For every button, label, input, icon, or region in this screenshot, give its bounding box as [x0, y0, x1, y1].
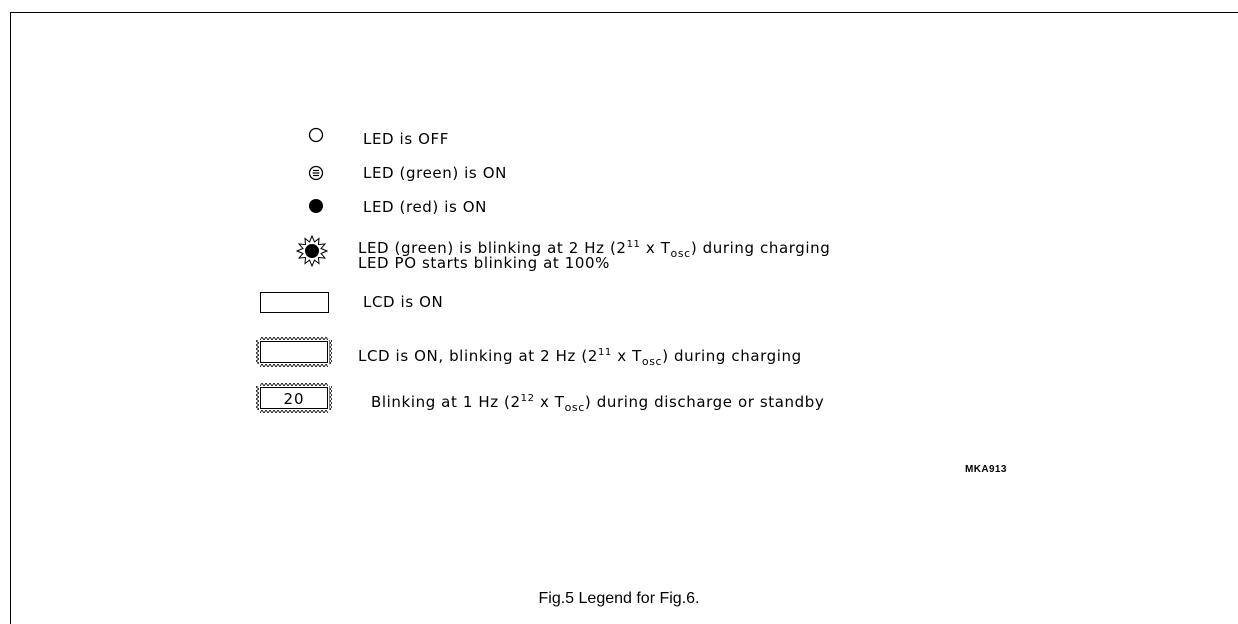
subscript: osc: [670, 247, 691, 260]
led-red-on-icon: [309, 199, 323, 213]
legend-text-led-red-on: LED (red) is ON: [363, 198, 487, 216]
subscript: osc: [564, 401, 585, 414]
exponent: 11: [597, 347, 612, 358]
legend-text-lcd-on: LCD is ON: [363, 293, 444, 311]
lcd-blinking-icon: [256, 337, 332, 367]
text-part: ) during charging: [690, 239, 831, 257]
text-part: x T: [611, 347, 642, 365]
figure-caption: Fig.5 Legend for Fig.6.: [538, 590, 700, 607]
text-part: x T: [534, 393, 565, 411]
text-part: x T: [640, 239, 671, 257]
subscript: osc: [641, 355, 663, 368]
text-part: ) during charging: [662, 347, 802, 365]
text-part: ) during discharge or standby: [584, 393, 825, 411]
lcd-on-rectangle-icon: [260, 292, 329, 313]
figure-code: MKA913: [965, 464, 1007, 475]
exponent: 12: [520, 393, 535, 404]
legend-text-led-off: LED is OFF: [363, 130, 449, 148]
text-part: Blinking at 1 Hz (2: [371, 393, 521, 411]
figure-frame: [10, 12, 1238, 624]
led-off-circle-icon: [308, 127, 324, 143]
legend-text-led-po: LED PO starts blinking at 100%: [358, 254, 611, 272]
lcd-number: 20: [283, 390, 304, 408]
legend-text-led-green-blinking: LED (green) is blinking at 2 Hz (211 x T…: [358, 236, 830, 262]
led-green-blinking-icon: [296, 235, 328, 267]
legend-text-led-green-on: LED (green) is ON: [363, 164, 507, 182]
lcd-blinking-number-icon: 20: [256, 383, 332, 413]
text-part: LED (green) is blinking at 2 Hz (2: [358, 239, 627, 257]
legend-text-lcd-blinking: LCD is ON, blinking at 2 Hz (211 x Tosc)…: [358, 344, 802, 370]
legend-text-lcd-blinking-number: Blinking at 1 Hz (212 x Tosc) during dis…: [371, 390, 824, 416]
led-green-on-icon: [308, 165, 324, 181]
text-part: LCD is ON, blinking at 2 Hz (2: [358, 347, 598, 365]
exponent: 11: [626, 239, 641, 250]
